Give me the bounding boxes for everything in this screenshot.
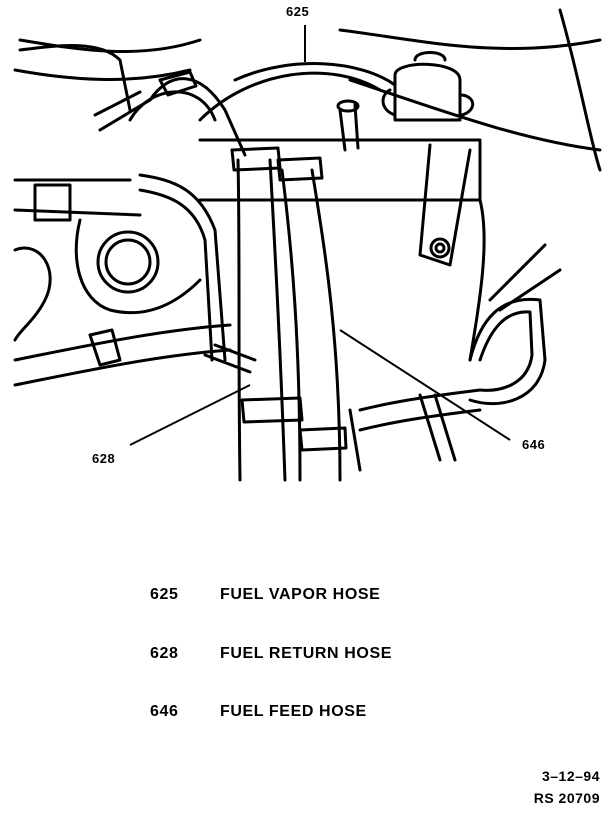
fuel-return-hose: [230, 146, 304, 482]
footer-date: 3–12–94: [541, 768, 600, 784]
legend-label: FUEL FEED HOSE: [220, 703, 367, 720]
legend-label: FUEL VAPOR HOSE: [220, 586, 381, 603]
callout-628: 628: [92, 451, 116, 466]
engine-background: [13, 8, 602, 387]
fuel-vapor-hose: [18, 44, 247, 157]
legend-label: FUEL RETURN HOSE: [220, 645, 392, 662]
footer-ref: RS 20709: [533, 790, 600, 806]
fuel-feed-hose: [276, 156, 348, 482]
pump-housing: [198, 51, 486, 362]
fuel-lines-right: [348, 243, 562, 472]
leader-646: [339, 329, 511, 441]
leader-628: [129, 384, 251, 446]
fuel-lines-left: [33, 173, 257, 374]
fuel-hose-illustration: [13, 8, 602, 482]
callout-625: 625: [286, 4, 310, 19]
legend-number: 625: [150, 586, 179, 603]
callout-646: 646: [522, 437, 546, 452]
legend-number: 646: [150, 703, 179, 720]
legend-number: 628: [150, 645, 179, 662]
